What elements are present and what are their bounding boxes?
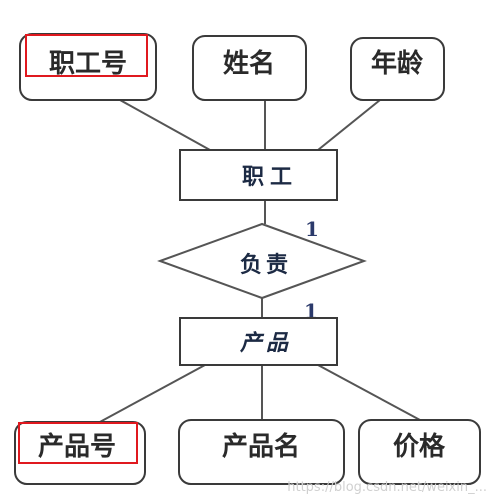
attribute-label: 职工号 <box>49 49 127 79</box>
attribute-label: 产品号 <box>38 432 116 462</box>
attribute-label: 产品名 <box>222 431 300 462</box>
entity-employee: 职工 <box>179 149 338 201</box>
line-product-id <box>97 364 206 424</box>
relationship-responsible: 负责 <box>157 222 367 300</box>
attribute-label: 价格 <box>393 431 446 462</box>
line-age <box>317 99 381 151</box>
entity-product: 产品 <box>179 317 338 366</box>
watermark: https://blog.csdn.net/weixin_... <box>287 480 487 495</box>
attribute-price: 价格 <box>358 419 481 485</box>
line-employee-id <box>119 99 211 151</box>
attribute-label: 年龄 <box>371 48 424 79</box>
attribute-label: 姓名 <box>223 48 275 79</box>
highlight-box <box>18 422 138 464</box>
connectors <box>97 99 421 424</box>
entity-label: 产品 <box>239 330 292 356</box>
entity-label: 职工 <box>242 164 298 190</box>
attribute-age: 年龄 <box>350 37 445 101</box>
cardinality-top: 1 <box>305 217 319 241</box>
line-price <box>317 364 421 421</box>
attribute-product-name: 产品名 <box>178 419 345 485</box>
relationship-label: 负责 <box>240 252 292 278</box>
attribute-product-id: 产品号 <box>14 421 146 485</box>
attribute-employee-id: 职工号 <box>19 33 157 101</box>
highlight-box <box>25 34 148 77</box>
attribute-name: 姓名 <box>192 35 307 101</box>
